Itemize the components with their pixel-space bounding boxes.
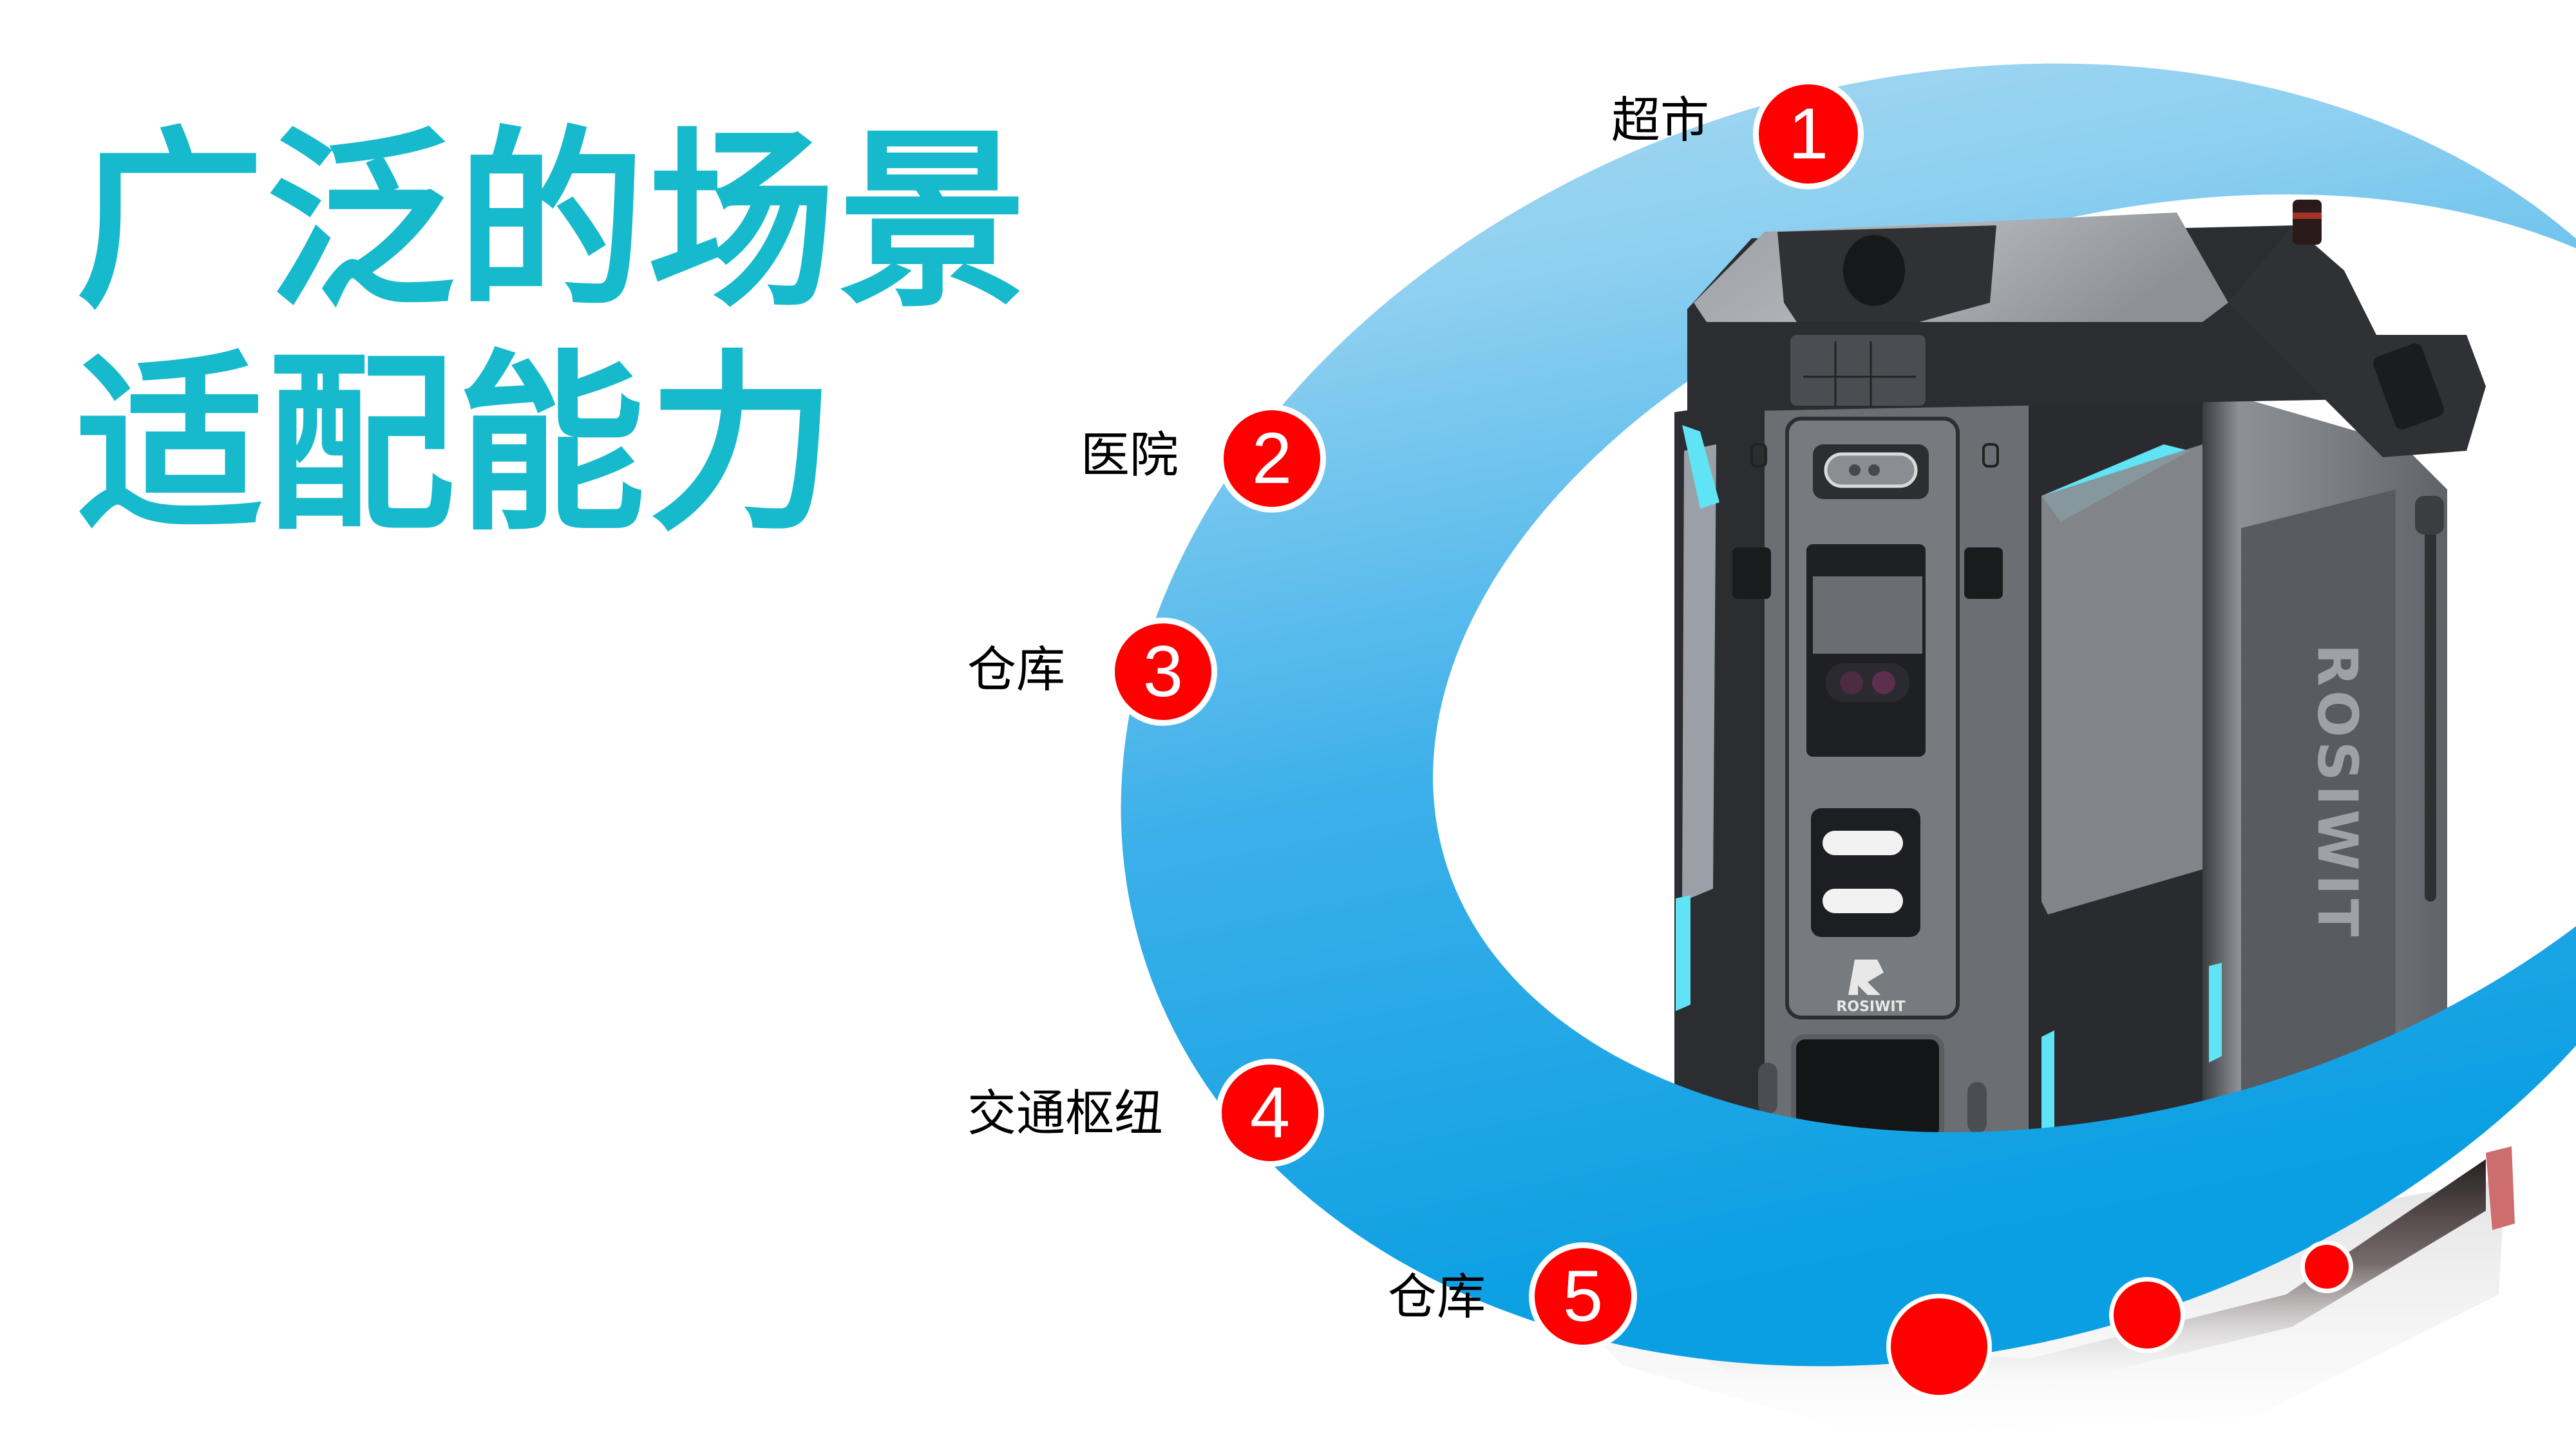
scene-badge-1[interactable]: 1 [1753,79,1864,189]
scene-label-4: 交通枢纽 [967,1084,1163,1142]
scene-label-5: 仓库 [1388,1268,1486,1325]
badge-number: 5 [1562,1256,1604,1336]
badge-number: 3 [1142,631,1184,712]
scene-label-2: 医院 [1081,426,1179,484]
extra-dot-2[interactable] [2109,1277,2185,1353]
badge-number: 2 [1251,418,1293,498]
extra-dot-3[interactable] [2300,1240,2353,1293]
extra-dot-1[interactable] [1886,1294,1992,1399]
badge-number: 4 [1249,1072,1291,1153]
scene-label-1: 超市 [1611,91,1709,149]
scene-label-3: 仓库 [967,641,1065,698]
scene-badge-5[interactable]: 5 [1529,1242,1637,1350]
title-line-2: 适配能力 [76,333,838,557]
scene-badge-3[interactable]: 3 [1109,618,1217,726]
badge-number: 1 [1788,93,1829,174]
scene-badge-4[interactable]: 4 [1216,1059,1324,1167]
scene-badge-2[interactable]: 2 [1218,404,1326,513]
title-line-1: 广泛的场景 [76,109,1029,334]
